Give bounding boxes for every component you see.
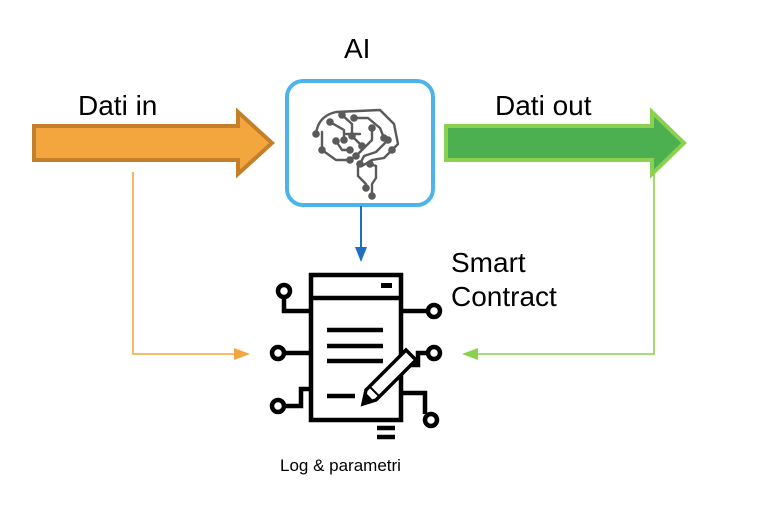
output-to-contract-connector — [474, 172, 655, 355]
ai-label: AI — [344, 33, 371, 64]
input-to-contract-connector — [132, 172, 238, 355]
ai-to-contract-arrowhead — [355, 247, 367, 262]
smart-contract-label-line1: Smart — [451, 247, 526, 278]
brain-circuit-icon — [312, 108, 400, 200]
data-out-arrow — [444, 107, 687, 179]
data-in-arrow — [32, 107, 275, 179]
pencil-icon — [360, 347, 419, 407]
data-in-label: Dati in — [78, 90, 158, 121]
input-connector-arrowhead — [234, 348, 250, 360]
data-out-label: Dati out — [495, 90, 592, 121]
smart-contract-label-line2: Contract — [451, 281, 557, 312]
smart-contract-label: Smart Contract — [451, 246, 557, 314]
smart-contract-document-icon — [269, 272, 443, 440]
output-connector-arrowhead — [462, 348, 478, 360]
log-parameters-label: Log & parametri — [280, 456, 401, 475]
